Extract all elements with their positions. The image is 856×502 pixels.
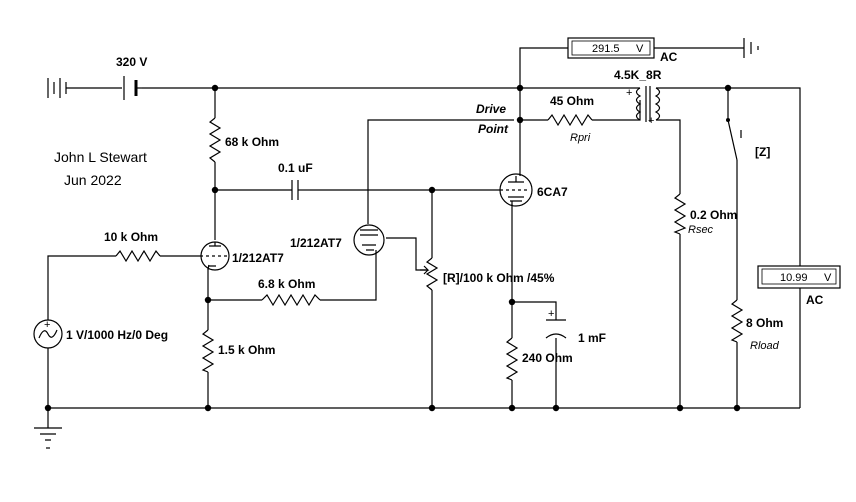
resistor-1-5k	[201, 329, 215, 373]
meter-primary-mode: AC	[660, 50, 678, 64]
drive-point-line2: Point	[478, 122, 509, 136]
resistor-240	[505, 337, 519, 381]
resistor-rpri-label: 45 Ohm	[550, 94, 594, 108]
resistor-rload-name: Rload	[750, 340, 780, 352]
meter-load-mode: AC	[806, 293, 824, 307]
resistor-rsec-name: Rsec	[688, 224, 714, 236]
tube-v3-label: 6CA7	[537, 185, 568, 199]
capacitor-0-1uf-label: 0.1 uF	[278, 161, 313, 175]
resistor-rpri-name: Rpri	[570, 132, 591, 144]
transformer-label: 4.5K_8R	[614, 68, 662, 82]
resistor-10k-label: 10 k Ohm	[104, 230, 158, 244]
resistor-68k-label: 68 k Ohm	[225, 135, 279, 149]
drive-point-line1: Drive	[476, 102, 506, 116]
source-label: 1 V/1000 Hz/0 Deg	[66, 328, 168, 342]
resistor-rsec-label: 0.2 Ohm	[690, 208, 737, 222]
tube-v2-label: 1/212AT7	[290, 236, 342, 250]
tube-v3	[499, 173, 533, 207]
resistor-6-8k-label: 6.8 k Ohm	[258, 277, 315, 291]
resistor-240-label: 240 Ohm	[522, 351, 573, 365]
resistor-1-5k-label: 1.5 k Ohm	[218, 343, 275, 357]
voltmeter-primary[interactable]: 291.5 V	[567, 37, 655, 59]
ac-source: +	[33, 319, 63, 349]
capacitor-1mf-label: 1 mF	[578, 331, 606, 345]
meter-primary-unit: V	[636, 43, 644, 55]
supply-voltage-label: 320 V	[116, 55, 147, 69]
transformer: + +	[626, 86, 661, 127]
resistor-rload-label: 8 Ohm	[746, 316, 783, 330]
tube-v2	[353, 224, 385, 258]
resistor-6-8k	[261, 293, 321, 307]
switch-key-label: [Z]	[755, 145, 770, 159]
resistor-rsec	[673, 193, 687, 235]
capacitor-1mf: +	[545, 308, 567, 339]
ground-icon	[34, 427, 62, 449]
svg-text:+: +	[648, 115, 654, 127]
switch-z	[726, 118, 742, 161]
voltmeter-load[interactable]: 10.99 V	[757, 265, 841, 289]
wires	[47, 47, 801, 428]
tube-v1	[200, 241, 230, 271]
svg-text:+: +	[548, 308, 554, 320]
svg-text:+: +	[626, 87, 632, 99]
potentiometer	[420, 257, 439, 291]
battery-320v	[47, 76, 142, 100]
resistor-rload	[730, 299, 744, 343]
meter-load-value: 10.99	[780, 272, 808, 284]
meter-load-unit: V	[824, 272, 832, 284]
resistor-68k	[208, 117, 222, 163]
author-date: Jun 2022	[64, 172, 122, 188]
svg-text:+: +	[44, 319, 50, 331]
meter-primary-value: 291.5	[592, 43, 620, 55]
tube-v1-label: 1/212AT7	[232, 251, 284, 265]
ground-icon	[743, 38, 759, 58]
potentiometer-label: [R]/100 k Ohm /45%	[443, 271, 555, 285]
junction-dots	[44, 84, 741, 412]
author-name: John L Stewart	[54, 149, 147, 165]
resistor-10k	[115, 249, 161, 263]
resistor-rpri	[547, 113, 593, 127]
capacitor-0-1uf	[291, 180, 310, 200]
